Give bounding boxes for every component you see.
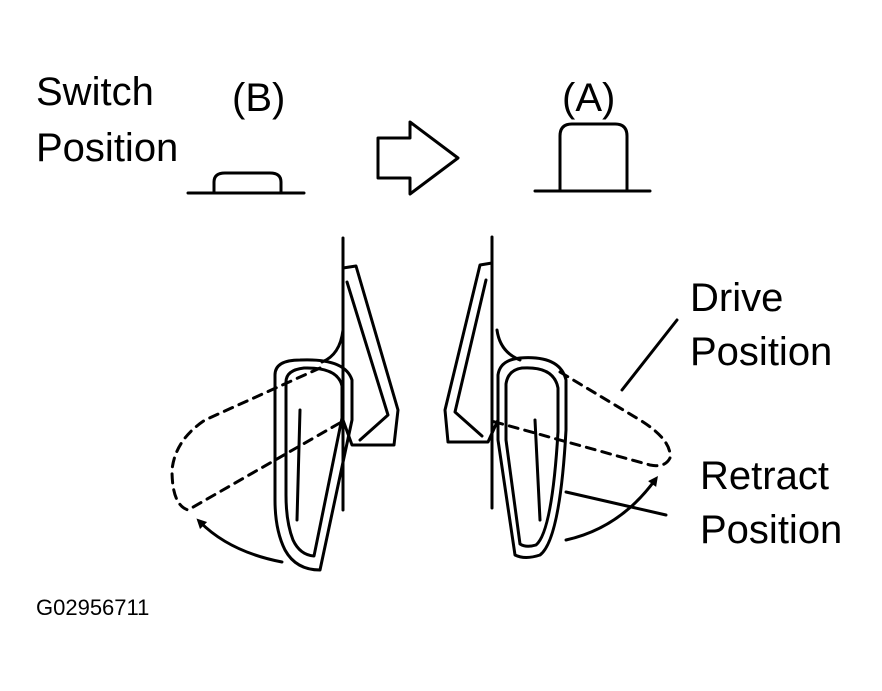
switch-position-label-line1: Switch <box>36 70 154 114</box>
arrow-right-icon <box>376 120 460 196</box>
switch-b-icon <box>186 171 306 195</box>
retract-position-label-line1: Retract <box>700 454 829 498</box>
switch-position-a-label: (A) <box>562 76 616 120</box>
left-mirror-icon <box>170 236 400 572</box>
retract-position-label-line2: Position <box>700 508 843 552</box>
drive-position-label-line1: Drive <box>690 276 784 320</box>
drive-position-label-line2: Position <box>690 330 833 374</box>
right-mirror-icon <box>443 235 679 559</box>
switch-a-icon <box>533 122 652 193</box>
switch-position-b-label: (B) <box>232 76 286 120</box>
switch-position-label-line2: Position <box>36 126 179 170</box>
figure-code: G02956711 <box>36 595 150 620</box>
